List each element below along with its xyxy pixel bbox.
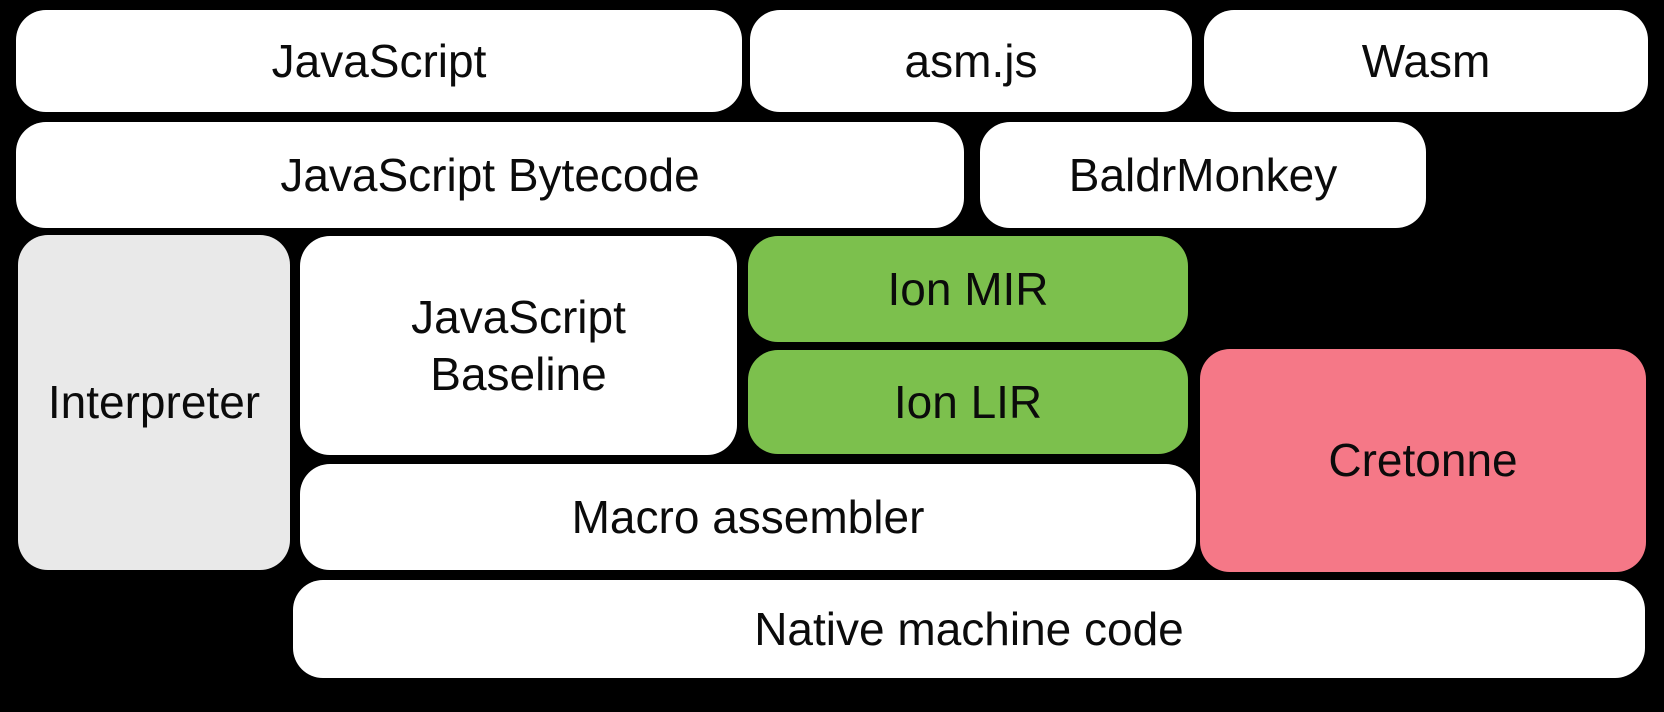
node-javascript-bytecode: JavaScript Bytecode <box>16 122 964 228</box>
node-javascript-baseline: JavaScript Baseline <box>300 236 737 455</box>
node-javascript: JavaScript <box>16 10 742 112</box>
node-wasm: Wasm <box>1204 10 1648 112</box>
node-cretonne: Cretonne <box>1200 349 1646 572</box>
node-native-machine-code: Native machine code <box>293 580 1645 678</box>
node-interpreter: Interpreter <box>18 235 290 570</box>
node-baldrmonkey: BaldrMonkey <box>980 122 1426 228</box>
node-ion-lir: Ion LIR <box>748 350 1188 454</box>
node-ion-mir: Ion MIR <box>748 236 1188 342</box>
node-macro-assembler: Macro assembler <box>300 464 1196 570</box>
node-asm-js: asm.js <box>750 10 1192 112</box>
